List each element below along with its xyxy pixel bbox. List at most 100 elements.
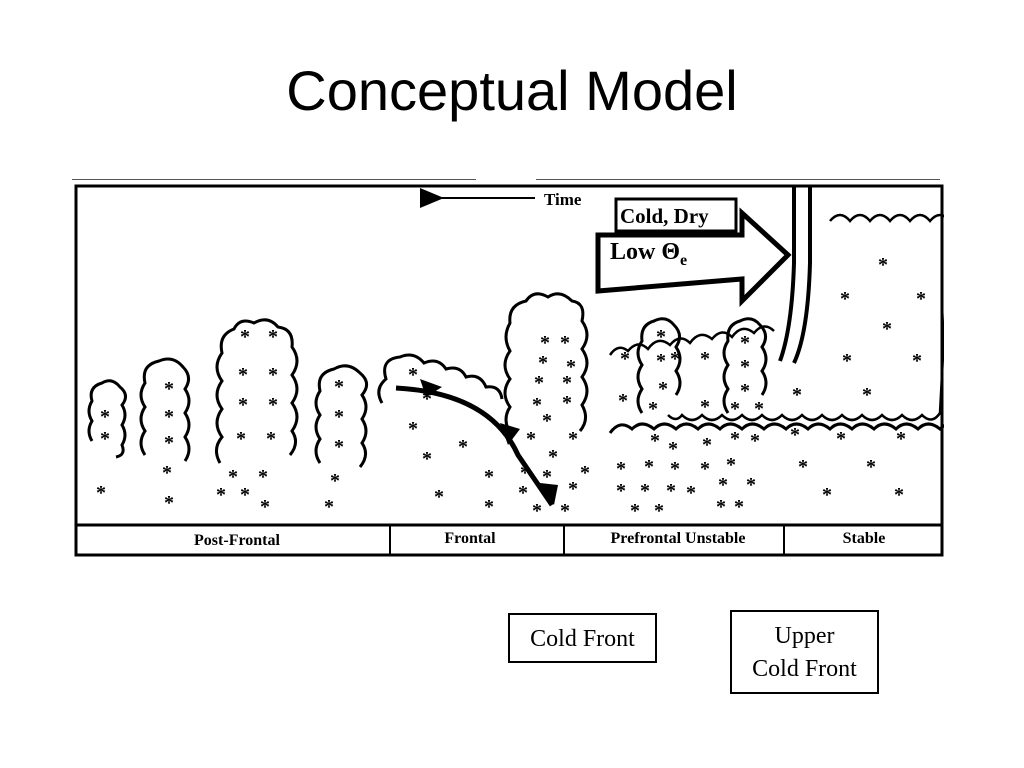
snowflake-asterisk: * xyxy=(542,466,552,488)
post-frontal-cloud-4 xyxy=(314,364,368,468)
snowflake-asterisk: * xyxy=(260,496,270,518)
snowflake-asterisk: * xyxy=(740,356,750,378)
snowflake-asterisk: * xyxy=(842,350,852,372)
snowflake-asterisk: * xyxy=(268,364,278,386)
snowflake-asterisk: * xyxy=(862,384,872,406)
snowflake-asterisk: * xyxy=(216,484,226,506)
snowflake-asterisk: * xyxy=(520,462,530,484)
snowflake-asterisk: * xyxy=(568,478,578,500)
upper-cold-front-line-1 xyxy=(778,187,796,362)
snowflake-asterisk: * xyxy=(100,406,110,428)
snowfall-symbols: ****************************************… xyxy=(96,254,926,522)
snowflake-asterisk: * xyxy=(630,500,640,522)
upper-cold-front-line-2 xyxy=(792,187,812,364)
snowflake-asterisk: * xyxy=(532,500,542,522)
snowflake-asterisk: * xyxy=(916,288,926,310)
snowflake-asterisk: * xyxy=(458,436,468,458)
snowflake-asterisk: * xyxy=(746,474,756,496)
page-title: Conceptual Model xyxy=(286,59,738,122)
snowflake-asterisk: * xyxy=(656,326,666,348)
snowflake-asterisk: * xyxy=(700,396,710,418)
snowflake-asterisk: * xyxy=(228,466,238,488)
cold-front-label: Cold Front xyxy=(530,626,635,652)
snowflake-asterisk: * xyxy=(330,470,340,492)
snowflake-asterisk: * xyxy=(700,458,710,480)
snowflake-asterisk: * xyxy=(562,372,572,394)
snowflake-asterisk: * xyxy=(240,326,250,348)
snowflake-asterisk: * xyxy=(164,406,174,428)
snowflake-asterisk: * xyxy=(912,350,922,372)
snowflake-asterisk: * xyxy=(882,318,892,340)
snowflake-asterisk: * xyxy=(560,332,570,354)
snowflake-asterisk: * xyxy=(548,446,558,468)
snowflake-asterisk: * xyxy=(164,378,174,400)
snowflake-asterisk: * xyxy=(730,398,740,420)
snowflake-asterisk: * xyxy=(658,378,668,400)
snowflake-asterisk: * xyxy=(422,448,432,470)
snowflake-asterisk: * xyxy=(686,482,696,504)
upper-cold-front-label-line1: Upper xyxy=(774,623,835,649)
snowflake-asterisk: * xyxy=(408,364,418,386)
snowflake-asterisk: * xyxy=(484,496,494,518)
region-label-frontal: Frontal xyxy=(444,530,496,547)
snowflake-asterisk: * xyxy=(534,372,544,394)
snowflake-asterisk: * xyxy=(726,454,736,476)
snowflake-asterisk: * xyxy=(750,430,760,452)
snowflake-asterisk: * xyxy=(240,484,250,506)
snowflake-asterisk: * xyxy=(670,348,680,370)
snowflake-asterisk: * xyxy=(620,348,630,370)
region-label-stable: Stable xyxy=(843,530,886,547)
snowflake-asterisk: * xyxy=(666,480,676,502)
cold-front-line xyxy=(395,385,555,507)
snowflake-asterisk: * xyxy=(484,466,494,488)
snowflake-asterisk: * xyxy=(96,482,106,504)
snowflake-asterisk: * xyxy=(560,500,570,522)
snowflake-asterisk: * xyxy=(654,500,664,522)
post-frontal-cloud-2 xyxy=(139,357,191,462)
snowflake-asterisk: * xyxy=(532,394,542,416)
frontal-cloud-shelf xyxy=(377,353,504,404)
snowflake-asterisk: * xyxy=(792,384,802,406)
cold-dry-label: Cold, Dry xyxy=(620,204,709,228)
snowflake-asterisk: * xyxy=(668,438,678,460)
snowflake-asterisk: * xyxy=(408,418,418,440)
snowflake-asterisk: * xyxy=(422,388,432,410)
snowflake-asterisk: * xyxy=(434,486,444,508)
snowflake-asterisk: * xyxy=(334,436,344,458)
dry-air-arrow xyxy=(595,207,792,308)
upper-cold-front-label-line2: Cold Front xyxy=(752,656,857,682)
snowflake-asterisk: * xyxy=(730,428,740,450)
snowflake-asterisk: * xyxy=(562,392,572,414)
snowflake-asterisk: * xyxy=(258,466,268,488)
region-label-post-frontal: Post-Frontal xyxy=(194,532,280,549)
snowflake-asterisk: * xyxy=(566,356,576,378)
snowflake-asterisk: * xyxy=(716,496,726,518)
snowflake-asterisk: * xyxy=(266,428,276,450)
prefrontal-cloud-2 xyxy=(722,317,768,414)
snowflake-asterisk: * xyxy=(740,332,750,354)
snowflake-asterisk: * xyxy=(644,456,654,478)
snowflake-asterisk: * xyxy=(740,380,750,402)
prefrontal-cloud-base xyxy=(608,422,944,434)
snowflake-asterisk: * xyxy=(268,326,278,348)
cold-dry-box xyxy=(614,197,738,233)
diagram-frame xyxy=(74,184,944,557)
snowflake-asterisk: * xyxy=(542,410,552,432)
header-rule-right xyxy=(536,179,940,180)
stable-cloud-deck xyxy=(667,213,944,422)
cold-front-pip-1 xyxy=(420,379,442,397)
snowflake-asterisk: * xyxy=(648,398,658,420)
post-frontal-cloud-3 xyxy=(215,318,299,464)
snowflake-asterisk: * xyxy=(790,424,800,446)
snowflake-asterisk: * xyxy=(616,480,626,502)
snowflake-asterisk: * xyxy=(700,348,710,370)
snowflake-asterisk: * xyxy=(540,482,550,504)
snowflake-asterisk: * xyxy=(324,496,334,518)
snowflake-asterisk: * xyxy=(238,364,248,386)
cold-front-pip-3 xyxy=(540,483,558,505)
snowflake-asterisk: * xyxy=(164,492,174,514)
snowflake-asterisk: * xyxy=(702,434,712,456)
snowflake-asterisk: * xyxy=(840,288,850,310)
snowflake-asterisk: * xyxy=(164,432,174,454)
snowflake-asterisk: * xyxy=(894,484,904,506)
